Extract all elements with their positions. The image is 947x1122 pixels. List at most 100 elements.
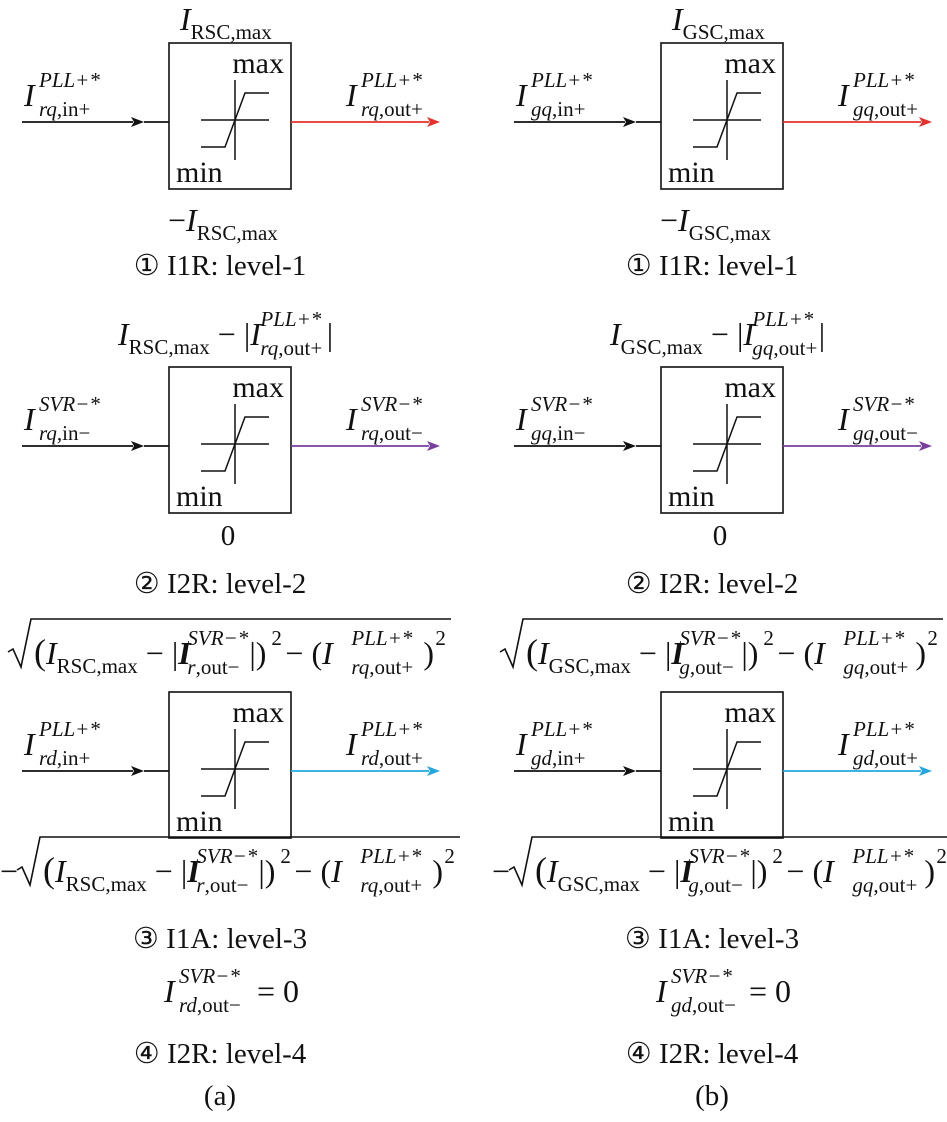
- svg-text:= 0: = 0: [749, 973, 791, 1009]
- input-arrow: [22, 441, 144, 451]
- svg-text:−: −: [492, 853, 510, 889]
- svg-text:rq,out+: rq,out+: [360, 873, 422, 897]
- svg-text:− (I: − (I: [786, 853, 835, 889]
- svg-text:−IGSC,max: −IGSC,max: [660, 202, 771, 245]
- svg-text:rq,out+: rq,out+: [260, 336, 322, 360]
- panel-b-level1-label: ① I1R: level-1: [625, 250, 799, 282]
- svg-text:PLL+*: PLL+*: [852, 717, 914, 741]
- svg-text:PLL+*: PLL+*: [530, 717, 592, 741]
- svg-text:PLL+*: PLL+*: [852, 68, 914, 92]
- svg-text:(IGSC,max − |I: (IGSC,max − |I: [526, 632, 685, 678]
- svg-text:PLL+*: PLL+*: [360, 68, 422, 92]
- svg-text:2: 2: [763, 626, 774, 650]
- svg-text:PLL+*: PLL+*: [350, 626, 412, 650]
- output-arrow: [783, 441, 932, 451]
- min-text: min: [668, 480, 715, 513]
- max-text: max: [232, 696, 284, 729]
- svg-text:g,out−: g,out−: [688, 873, 742, 897]
- svg-text:rq,out+: rq,out+: [351, 655, 413, 679]
- svg-text:): ): [924, 853, 935, 889]
- svg-text:gq,out+: gq,out+: [752, 336, 817, 360]
- svg-text:I: I: [345, 77, 358, 113]
- panel-b-caption: (b): [695, 1080, 729, 1112]
- svg-text:− (I: − (I: [294, 853, 343, 889]
- limiter-box: [660, 691, 784, 839]
- panel-b-level2-lower-limit: 0: [712, 520, 728, 552]
- svg-text:SVR−*: SVR−*: [179, 964, 240, 988]
- svg-text:I: I: [163, 973, 176, 1009]
- svg-text:I: I: [515, 77, 528, 113]
- svg-text:SVR−*: SVR−*: [531, 392, 592, 416]
- svg-text:rq,out−: rq,out−: [361, 421, 423, 445]
- saturation-curve: [693, 741, 761, 797]
- svg-text:gd,in+: gd,in+: [531, 746, 585, 770]
- svg-text:|: |: [819, 316, 825, 352]
- svg-text:2: 2: [280, 844, 291, 868]
- svg-text:I: I: [345, 726, 358, 762]
- input-arrow: [514, 117, 636, 127]
- svg-text:I: I: [655, 973, 668, 1009]
- limiter-box: [660, 42, 784, 190]
- svg-text:2: 2: [271, 626, 282, 650]
- panel-a-level2-lower-limit: 0: [220, 520, 236, 552]
- svg-text:2: 2: [435, 626, 446, 650]
- svg-text:SVR−*: SVR−*: [853, 392, 914, 416]
- min-text: min: [176, 480, 223, 513]
- svg-text:I: I: [23, 401, 36, 437]
- limit-label: −IGSC,max: [660, 202, 771, 245]
- svg-text:g,out−: g,out−: [679, 655, 733, 679]
- svg-text:2: 2: [772, 844, 783, 868]
- svg-text:SVR−*: SVR−*: [671, 964, 732, 988]
- input-arrow: [514, 766, 636, 776]
- svg-text:SVR−*: SVR−*: [688, 844, 749, 868]
- input-arrow: [22, 117, 144, 127]
- svg-text:): ): [432, 853, 443, 889]
- svg-text:|): |): [258, 853, 275, 889]
- svg-text:2: 2: [444, 844, 455, 868]
- saturation-curve: [201, 741, 269, 797]
- input-arrow: [514, 441, 636, 451]
- svg-text:SVR−*: SVR−*: [39, 392, 100, 416]
- svg-text:rd,out+: rd,out+: [361, 746, 423, 770]
- svg-text:I: I: [345, 401, 358, 437]
- svg-text:PLL+*: PLL+*: [259, 307, 321, 331]
- svg-text:PLL+*: PLL+*: [38, 717, 100, 741]
- saturation-curve: [693, 416, 761, 472]
- svg-text:gq,in+: gq,in+: [531, 97, 585, 121]
- limiter-box: [660, 366, 784, 514]
- panel-b-level2-label: ② I2R: level-2: [625, 568, 799, 600]
- svg-text:rd,out−: rd,out−: [179, 993, 241, 1017]
- svg-text:I: I: [837, 726, 850, 762]
- svg-text:gq,out+: gq,out+: [852, 873, 917, 897]
- max-text: max: [232, 47, 284, 80]
- svg-text:(IRSC,max − |I: (IRSC,max − |I: [34, 632, 192, 678]
- max-text: max: [724, 696, 776, 729]
- svg-text:I: I: [23, 726, 36, 762]
- panel-b-level3-label: ③ I1A: level-3: [624, 923, 800, 955]
- panel-b-level4-label: ④ I2R: level-4: [625, 1038, 799, 1070]
- svg-text:gd,out−: gd,out−: [671, 993, 736, 1017]
- min-text: min: [668, 805, 715, 838]
- saturation-curve: [201, 92, 269, 148]
- svg-text:): ): [423, 635, 434, 671]
- limiter-box: [168, 42, 292, 190]
- svg-text:rq,in+: rq,in+: [39, 97, 90, 121]
- limiter-box: [168, 366, 292, 514]
- svg-text:rq,out+: rq,out+: [361, 97, 423, 121]
- max-text: max: [232, 371, 284, 404]
- svg-text:rq,in−: rq,in−: [39, 421, 90, 445]
